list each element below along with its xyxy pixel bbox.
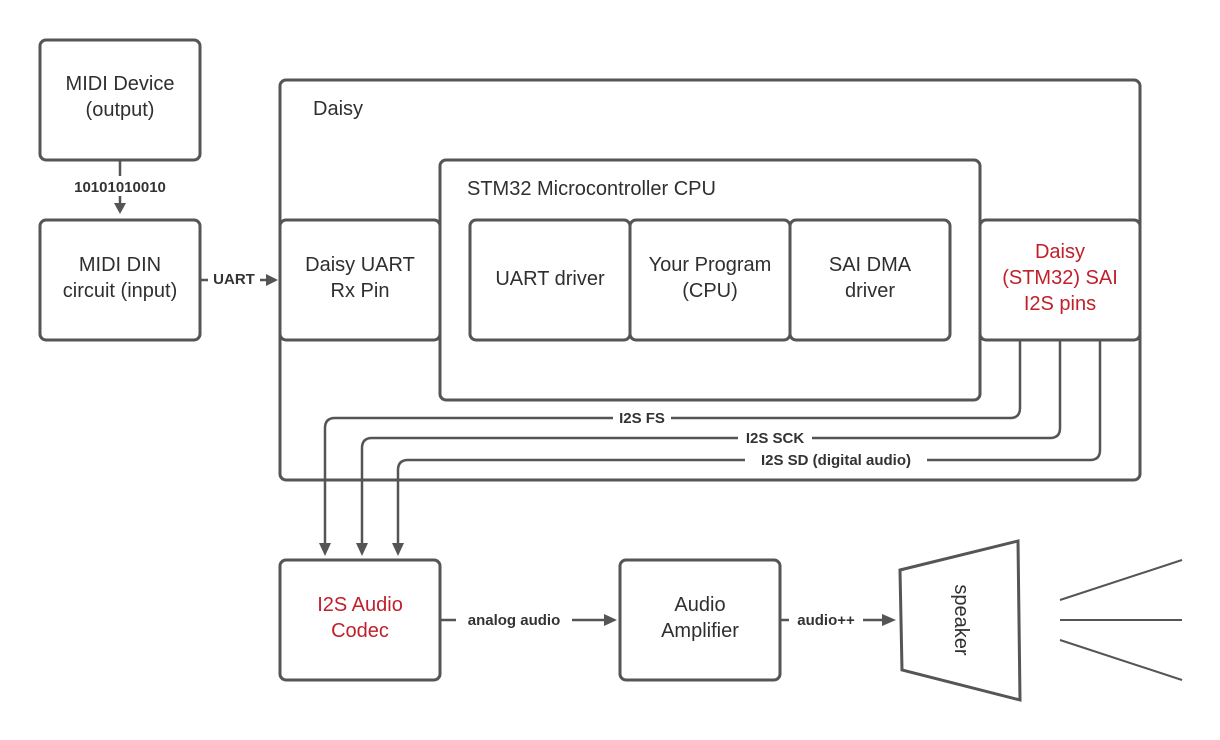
amplifier-line1: Audio <box>674 594 725 616</box>
sai-pins-line1: Daisy <box>1035 241 1085 263</box>
speaker-label: speaker <box>950 584 972 655</box>
audio-amp-label-bg <box>789 609 863 629</box>
speaker-shape <box>898 539 1022 702</box>
sai-pins-line3: I2S pins <box>1024 293 1096 315</box>
uart-label-bg <box>208 268 260 288</box>
audio-amp-arrowhead <box>882 614 896 626</box>
i2s-sd-label: I2S SD (digital audio) <box>761 452 911 469</box>
your-program-line2: (CPU) <box>682 280 738 302</box>
i2s-sck-arrowhead <box>356 543 368 556</box>
sai-dma-line2: driver <box>845 280 895 302</box>
midi-device-line2: (output) <box>86 99 155 121</box>
sound-ray-lower <box>1059 639 1183 681</box>
uart-driver-label: UART driver <box>495 268 605 290</box>
sai-dma-line1: SAI DMA <box>829 254 912 276</box>
codec-line2: Codec <box>331 620 389 642</box>
sai-dma-box <box>788 218 952 342</box>
daisy-label: Daisy <box>313 98 363 120</box>
analog-audio-arrowhead <box>604 614 617 626</box>
midi-bits-label: 10101010010 <box>74 179 166 196</box>
codec-line1: I2S Audio <box>317 594 403 616</box>
midi-bits-label-bg <box>62 176 178 196</box>
i2s-fs-label-bg <box>613 409 671 427</box>
sound-ray-upper <box>1059 559 1183 601</box>
uart-rx-box <box>278 218 442 342</box>
i2s-sck-label-bg <box>738 429 812 447</box>
amplifier-line2: Amplifier <box>661 620 739 642</box>
i2s-fs-line <box>323 340 1022 545</box>
uart-label: UART <box>213 271 255 288</box>
i2s-sck-line <box>360 340 1062 545</box>
midi-din-line2: circuit (input) <box>63 280 177 302</box>
i2s-fs-label: I2S FS <box>619 410 665 427</box>
uart-arrowhead <box>266 274 278 286</box>
midi-bits-arrowhead <box>114 203 126 214</box>
uart-rx-line2: Rx Pin <box>331 280 390 302</box>
analog-audio-label-bg <box>456 609 572 629</box>
midi-device-line1: MIDI Device <box>66 73 175 95</box>
analog-audio-label: analog audio <box>468 612 561 629</box>
stm32-label: STM32 Microcontroller CPU <box>467 178 716 200</box>
uart-rx-line1: Daisy UART <box>305 254 415 276</box>
i2s-sd-label-bg <box>745 451 927 469</box>
i2s-fs-arrowhead <box>319 543 331 556</box>
sai-pins-line2: (STM32) SAI <box>1002 267 1118 289</box>
audio-amp-label: audio++ <box>797 612 855 629</box>
i2s-sd-arrowhead <box>392 543 404 556</box>
i2s-sck-label: I2S SCK <box>746 430 805 447</box>
midi-din-line1: MIDI DIN <box>79 254 161 276</box>
your-program-line1: Your Program <box>649 254 772 276</box>
